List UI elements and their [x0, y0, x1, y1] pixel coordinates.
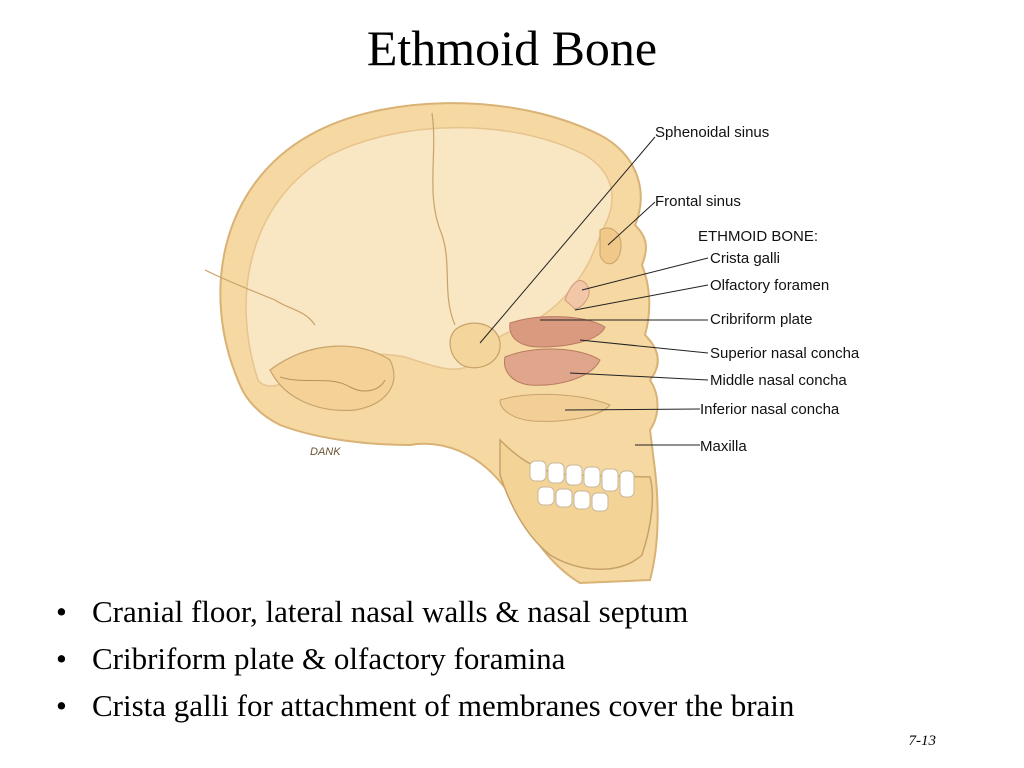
- bullet-list: Cranial floor, lateral nasal walls & nas…: [52, 588, 794, 729]
- label-sphenoidal-sinus: Sphenoidal sinus: [655, 124, 769, 141]
- label-olfactory-foramen: Olfactory foramen: [710, 277, 829, 294]
- temporal-suture: [279, 376, 386, 392]
- label-ethmoid-heading: ETHMOID BONE:: [698, 228, 818, 245]
- slide-number: 7-13: [908, 733, 937, 749]
- skull-illustration: DANK Sphenoidal sinus Frontal sinus ETHM…: [180, 95, 900, 585]
- label-maxilla: Maxilla: [700, 438, 747, 455]
- label-crista-galli: Crista galli: [710, 250, 780, 267]
- sphenoidal-sinus: [449, 322, 501, 369]
- leader-lines: [479, 136, 709, 446]
- label-superior-nasal-concha: Superior nasal concha: [710, 345, 860, 362]
- label-cribriform-plate: Cribriform plate: [710, 311, 813, 328]
- label-inferior-nasal-concha: Inferior nasal concha: [700, 401, 840, 418]
- label-middle-nasal-concha: Middle nasal concha: [710, 372, 847, 389]
- skull-diagram: DANK Sphenoidal sinus Frontal sinus ETHM…: [204, 102, 860, 585]
- superior-nasal-concha: [509, 316, 606, 348]
- temporal-bone: [269, 345, 395, 412]
- middle-nasal-concha: [503, 348, 601, 386]
- teeth: [529, 460, 635, 512]
- coronal-suture: [431, 112, 456, 326]
- artist-signature: DANK: [310, 446, 341, 458]
- bullet-item: Cribriform plate & olfactory foramina: [52, 635, 794, 682]
- label-frontal-sinus: Frontal sinus: [655, 193, 741, 210]
- crista-galli: [564, 280, 590, 310]
- frontal-sinus: [599, 227, 622, 265]
- bullet-item: Crista galli for attachment of membranes…: [52, 682, 794, 729]
- slide-title: Ethmoid Bone: [366, 20, 658, 76]
- inferior-nasal-concha: [499, 393, 611, 422]
- bullet-item: Cranial floor, lateral nasal walls & nas…: [52, 588, 794, 635]
- lambdoid-suture: [204, 269, 316, 326]
